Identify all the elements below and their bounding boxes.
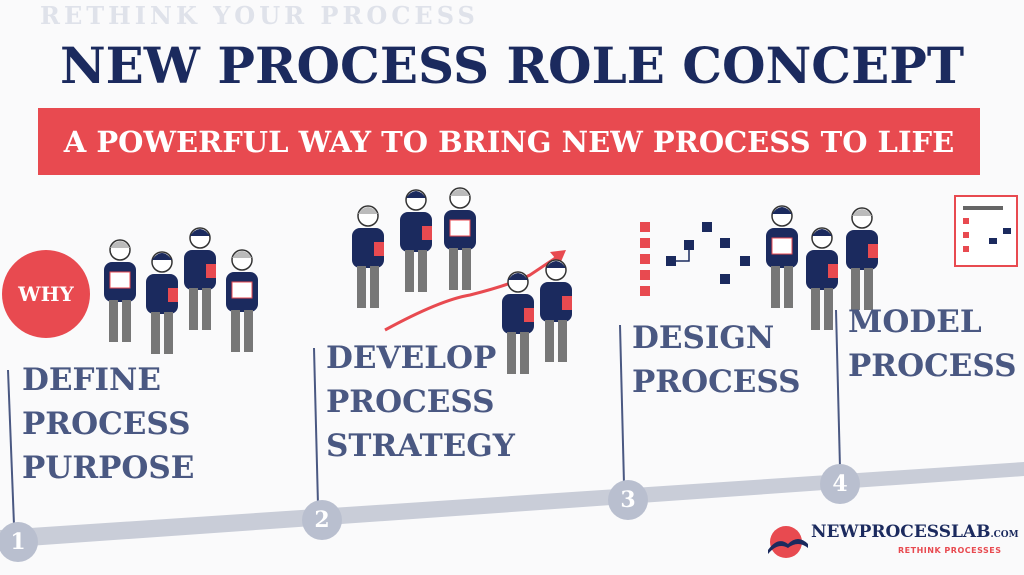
newprocesslab-logo: NEWPROCESSLAB.COM RETHINK PROCESSES (766, 522, 1019, 562)
logo-domain: .COM (990, 530, 1019, 540)
person-figure-icon (400, 189, 432, 292)
step-1-line-2: PROCESS (22, 406, 191, 442)
logo-mark-icon (768, 526, 808, 558)
model-document-icon (954, 195, 1018, 267)
person-figure-icon (146, 251, 178, 354)
why-badge: WHY (2, 250, 90, 338)
person-figure-icon (502, 271, 534, 374)
step-1-number: 1 (0, 522, 38, 562)
step-4-label: MODEL PROCESS (848, 300, 1016, 388)
step-3-label: DESIGN PROCESS (632, 316, 800, 404)
watermark-text: RETHINK YOUR PROCESS (40, 1, 479, 30)
person-figure-icon (846, 207, 878, 310)
step-2-line-2: PROCESS (326, 384, 495, 420)
step-1-line-3: PURPOSE (22, 450, 195, 486)
logo-tagline: RETHINK PROCESSES (898, 546, 1002, 555)
step-4-line-2: PROCESS (848, 348, 1017, 384)
people-figures (104, 187, 878, 374)
step-3-line (619, 324, 625, 485)
step-1-line-1: DEFINE (22, 362, 161, 398)
step-3-line-2: PROCESS (632, 364, 801, 400)
step-2-line (313, 347, 319, 506)
person-figure-icon (226, 249, 258, 352)
logo-name: NEWPROCESSLAB.COM (811, 522, 1019, 545)
timeline-track (0, 462, 1024, 548)
timeline-path (0, 309, 1024, 548)
step-2-number: 2 (302, 500, 342, 540)
page-title: NEW PROCESS ROLE CONCEPT (59, 36, 965, 95)
step-4-line-1: MODEL (848, 304, 982, 340)
step-3-line-1: DESIGN (632, 320, 775, 356)
step-4-line (835, 309, 841, 469)
person-figure-icon (104, 239, 136, 342)
step-3-number: 3 (608, 480, 648, 520)
person-figure-icon (444, 187, 476, 290)
step-2-line-1: DEVELOP (326, 340, 497, 376)
logo-name-text: NEWPROCESSLAB (811, 522, 991, 542)
step-1-label: DEFINE PROCESS PURPOSE (22, 358, 194, 490)
person-figure-icon (540, 259, 572, 362)
process-flow-icon (640, 222, 750, 296)
person-figure-icon (184, 227, 216, 330)
arrow-head-icon (550, 250, 566, 264)
step-2-line-3: STRATEGY (326, 428, 515, 464)
step-1-line (7, 369, 15, 526)
person-figure-icon (352, 205, 384, 308)
step-4-number: 4 (820, 464, 860, 504)
subtitle: A POWERFUL WAY TO BRING NEW PROCESS TO L… (63, 124, 955, 159)
person-figure-icon (766, 205, 798, 308)
subtitle-banner: A POWERFUL WAY TO BRING NEW PROCESS TO L… (38, 108, 980, 175)
person-figure-icon (806, 227, 838, 330)
step-2-label: DEVELOP PROCESS STRATEGY (326, 336, 515, 468)
